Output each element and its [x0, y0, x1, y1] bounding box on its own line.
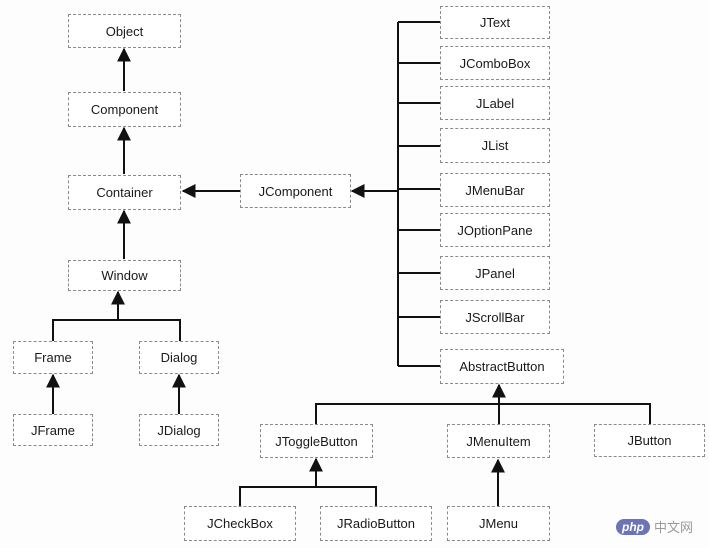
node-jcheckbox: JCheckBox	[184, 506, 296, 541]
node-object: Object	[68, 14, 181, 48]
node-jdialog: JDialog	[139, 414, 219, 446]
node-jtogglebutton: JToggleButton	[260, 424, 373, 458]
edge-jtogglebutton-abstractbutton	[315, 403, 499, 424]
node-jbutton: JButton	[594, 424, 705, 457]
node-jcomponent: JComponent	[240, 174, 351, 208]
node-window: Window	[68, 260, 181, 291]
node-jtext: JText	[440, 6, 550, 39]
node-jframe: JFrame	[13, 414, 93, 446]
node-jlabel: JLabel	[440, 86, 550, 120]
edge-dialog-window	[118, 319, 181, 341]
node-jlist: JList	[440, 128, 550, 163]
node-joptionpane: JOptionPane	[440, 213, 550, 247]
node-jcombobox: JComboBox	[440, 46, 550, 80]
node-jpanel: JPanel	[440, 256, 550, 290]
watermark-text: 中文网	[653, 520, 693, 535]
node-jradiobutton: JRadioButton	[320, 506, 432, 541]
node-abstractbutton: AbstractButton	[440, 349, 564, 384]
node-jscrollbar: JScrollBar	[440, 300, 550, 334]
edge-jradiobutton-jtogglebutton	[316, 486, 377, 506]
node-jmenuitem: JMenuItem	[447, 424, 550, 458]
php-logo-icon: php	[615, 518, 650, 535]
edge-jcheckbox-jtogglebutton	[239, 486, 316, 506]
watermark: php 中文网	[615, 517, 693, 536]
node-jmenubar: JMenuBar	[440, 173, 550, 207]
node-jmenu: JMenu	[447, 506, 550, 541]
node-frame: Frame	[13, 341, 93, 374]
node-container: Container	[68, 175, 181, 210]
edge-jbutton-abstractbutton	[499, 403, 651, 424]
node-component: Component	[68, 92, 181, 127]
edge-frame-window	[52, 319, 118, 341]
node-dialog: Dialog	[139, 341, 219, 374]
